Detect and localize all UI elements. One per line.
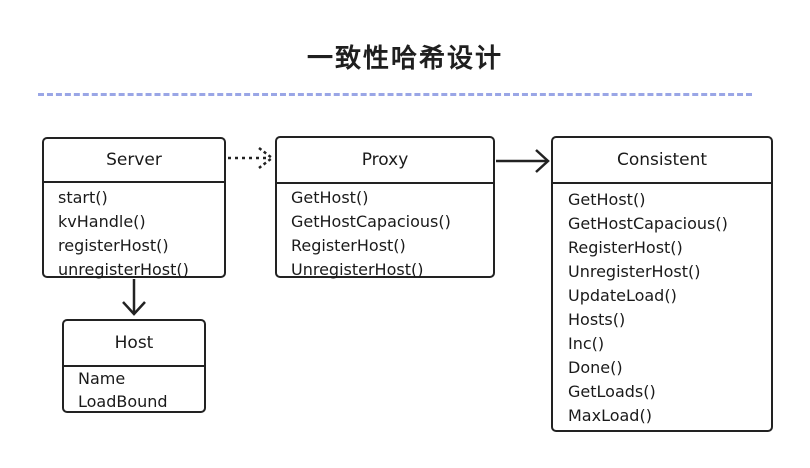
consistent-methods: GetHost() GetHostCapacious() RegisterHos… xyxy=(553,184,771,428)
edge-proxy-consistent-arrowhead xyxy=(535,149,550,173)
edge-server-host-arrowhead xyxy=(122,301,146,316)
method-item: GetHostCapacious() xyxy=(568,214,728,233)
method-item: GetHost() xyxy=(291,188,369,207)
method-item: RegisterHost() xyxy=(568,238,683,257)
proxy-methods: GetHost() GetHostCapacious() RegisterHos… xyxy=(277,184,493,282)
method-item: Done() xyxy=(568,358,623,377)
field-item: Name xyxy=(78,369,126,388)
method-item: RegisterHost() xyxy=(291,236,406,255)
method-item: GetHost() xyxy=(568,190,646,209)
diagram-title: 一致性哈希设计 xyxy=(306,44,503,74)
consistent-class-name: Consistent xyxy=(553,138,771,184)
server-methods: start() kvHandle() registerHost() unregi… xyxy=(44,183,224,282)
proxy-class-name: Proxy xyxy=(277,138,493,184)
host-class-box: Host Name LoadBound xyxy=(62,319,206,413)
method-item: UnregisterHost() xyxy=(291,260,424,279)
method-item: start() xyxy=(58,188,108,207)
host-fields: Name LoadBound xyxy=(64,367,204,413)
method-item: Inc() xyxy=(568,334,605,353)
server-class-name: Server xyxy=(44,139,224,183)
method-item: registerHost() xyxy=(58,236,169,255)
method-item: unregisterHost() xyxy=(58,260,189,279)
method-item: Hosts() xyxy=(568,310,626,329)
method-item: GetHostCapacious() xyxy=(291,212,451,231)
method-item: kvHandle() xyxy=(58,212,146,231)
server-class-box: Server start() kvHandle() registerHost()… xyxy=(42,137,226,279)
proxy-class-box: Proxy GetHost() GetHostCapacious() Regis… xyxy=(275,136,495,279)
method-item: GetLoads() xyxy=(568,382,656,401)
method-item: UpdateLoad() xyxy=(568,286,677,305)
method-item: MaxLoad() xyxy=(568,406,652,425)
field-item: LoadBound xyxy=(78,392,168,411)
host-class-name: Host xyxy=(64,321,204,367)
title-divider xyxy=(38,93,752,96)
method-item: UnregisterHost() xyxy=(568,262,701,281)
consistent-class-box: Consistent GetHost() GetHostCapacious() … xyxy=(551,136,773,432)
